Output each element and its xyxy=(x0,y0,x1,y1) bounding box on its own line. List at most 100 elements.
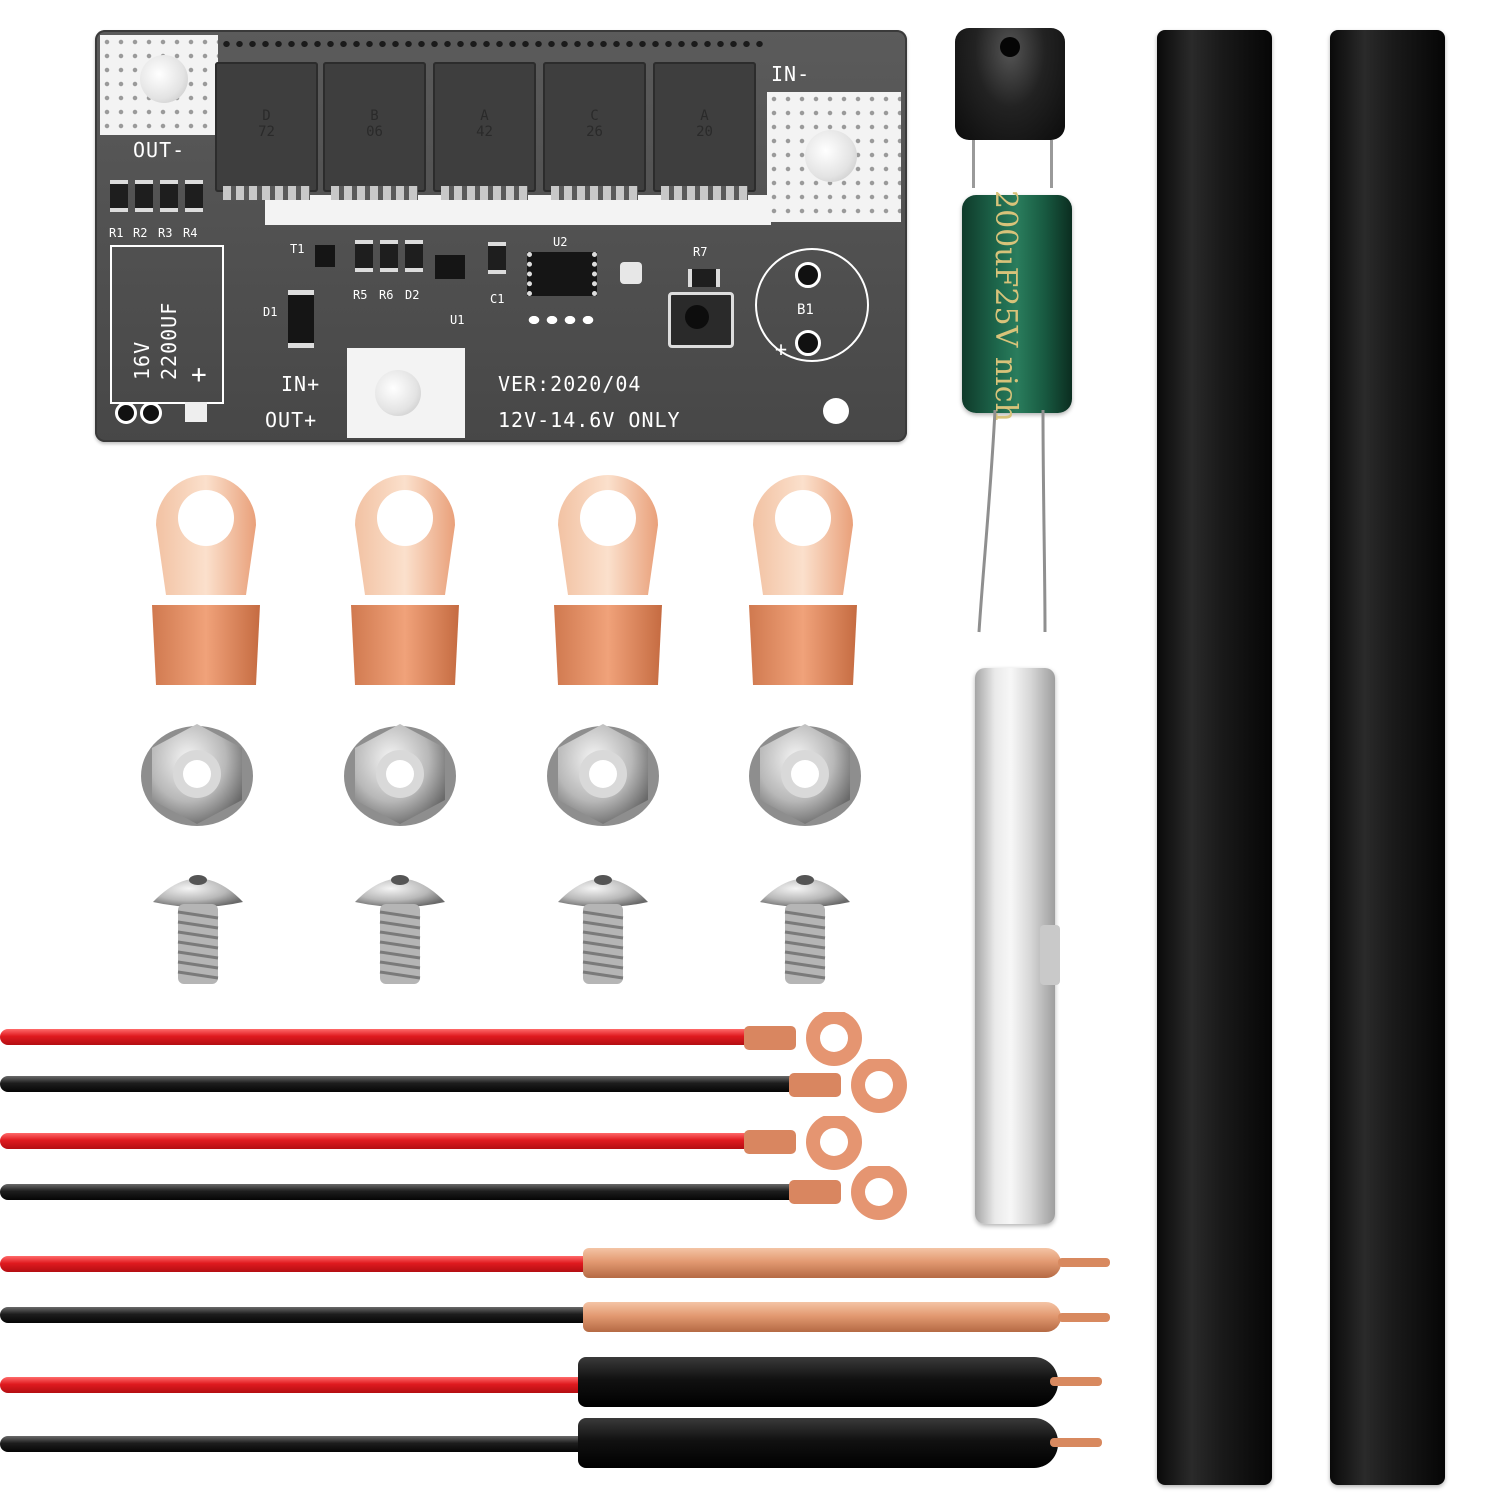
mosfet-code: C 26 xyxy=(586,108,603,140)
screw-icon xyxy=(355,875,445,984)
button-cap xyxy=(685,305,709,329)
capacitor-label: 200uF25V nichicon xyxy=(988,190,1023,420)
label-b1: B1 xyxy=(797,302,814,318)
red-wire xyxy=(0,1133,760,1149)
label-cap-capacity: 2200UF xyxy=(157,301,181,380)
label-out-plus: OUT+ xyxy=(265,408,318,432)
resistor xyxy=(185,180,203,212)
label-d1: D1 xyxy=(263,305,278,319)
via-hole xyxy=(795,262,821,288)
transistor-t1 xyxy=(315,245,335,267)
mount-hole xyxy=(140,55,188,103)
hex-nut-icon xyxy=(547,724,659,826)
black-wire xyxy=(0,1184,805,1200)
heat-shrink-tube xyxy=(1157,30,1272,1485)
buzzer-footprint xyxy=(755,248,869,362)
resistor xyxy=(135,180,153,212)
insulated-welding-needle xyxy=(578,1418,1058,1468)
label-u1: U1 xyxy=(450,313,465,327)
label-in-plus: IN+ xyxy=(281,372,321,396)
black-wire xyxy=(0,1307,600,1323)
resistor xyxy=(160,180,178,212)
label-r3: R3 xyxy=(158,226,173,240)
label-cap-polarity: + xyxy=(191,360,208,390)
buzzer-lead xyxy=(1050,140,1053,188)
label-d2: D2 xyxy=(405,288,420,302)
mosfet: A 42 xyxy=(433,62,536,200)
label-t1: T1 xyxy=(290,242,305,256)
mount-hole xyxy=(375,370,421,416)
label-r5: R5 xyxy=(353,288,368,302)
needle-tip xyxy=(1050,1377,1102,1386)
via-hole xyxy=(140,402,162,424)
label-in-minus: IN- xyxy=(771,62,811,86)
onboard-capacitor-outline xyxy=(110,245,224,404)
ring-terminal-icon xyxy=(351,475,459,685)
copper-welding-needle xyxy=(583,1248,1061,1278)
black-wire xyxy=(0,1076,805,1092)
nickel-strip-end xyxy=(1040,925,1060,985)
diode xyxy=(405,240,423,272)
mount-hole xyxy=(805,130,857,182)
ring-terminal-icon xyxy=(744,1116,862,1170)
label-c1: C1 xyxy=(490,292,505,306)
spot-welder-pcb: D 72 B 06 A 42 C 26 A 20 OUT- IN- IN+ OU… xyxy=(95,30,907,442)
label-r4: R4 xyxy=(183,226,198,240)
chip-u2 xyxy=(527,252,597,296)
mosfet: B 06 xyxy=(323,62,426,200)
needle-tip xyxy=(1050,1438,1102,1447)
buzzer-hole xyxy=(1000,37,1020,57)
ring-terminal-icon xyxy=(152,475,260,685)
led xyxy=(620,262,642,284)
red-wire xyxy=(0,1377,600,1393)
mosfet-code: A 20 xyxy=(696,108,713,140)
resistor xyxy=(355,240,373,272)
mosfet-code: D 72 xyxy=(258,108,275,140)
diode-d1 xyxy=(288,290,314,348)
regulator-u1 xyxy=(435,255,465,279)
program-pads xyxy=(525,313,600,327)
mosfet: D 72 xyxy=(215,62,318,200)
screw-icon xyxy=(558,875,648,984)
needle-tip xyxy=(1058,1313,1110,1322)
label-r1: R1 xyxy=(109,226,124,240)
ring-terminal-icon xyxy=(789,1059,907,1113)
ring-terminal-icon xyxy=(789,1166,907,1220)
electrolytic-capacitor xyxy=(962,195,1072,413)
label-b1-polarity: + xyxy=(775,337,789,361)
via-hole xyxy=(795,330,821,356)
insulated-welding-needle xyxy=(578,1357,1058,1407)
label-cap-voltage: 16V xyxy=(130,340,154,380)
header-pins xyxy=(220,38,765,50)
screw-icon xyxy=(760,875,850,984)
mosfet: C 26 xyxy=(543,62,646,200)
red-wire xyxy=(0,1256,600,1272)
resistor-r7 xyxy=(688,269,720,287)
copper-welding-needle xyxy=(583,1302,1061,1332)
hex-nut-icon xyxy=(141,724,253,826)
ring-terminal-icon xyxy=(744,1012,862,1066)
busbar-stripe xyxy=(265,195,771,225)
corner-hole xyxy=(823,398,849,424)
resistor xyxy=(110,180,128,212)
hex-nut-icon xyxy=(749,724,861,826)
heat-shrink-tube xyxy=(1330,30,1445,1485)
via-hole xyxy=(115,402,137,424)
label-r2: R2 xyxy=(133,226,148,240)
resistor xyxy=(380,240,398,272)
smd-pad xyxy=(185,402,207,422)
ring-terminal-icon xyxy=(554,475,662,685)
label-voltage: 12V-14.6V ONLY xyxy=(498,408,681,432)
needle-tip xyxy=(1058,1258,1110,1267)
capacitor-c1 xyxy=(488,242,506,274)
black-wire xyxy=(0,1436,600,1452)
label-version: VER:2020/04 xyxy=(498,372,642,396)
mosfet: A 20 xyxy=(653,62,756,200)
hex-nut-icon xyxy=(344,724,456,826)
screw-icon xyxy=(153,875,243,984)
mosfet-code: B 06 xyxy=(366,108,383,140)
ring-terminal-icon xyxy=(749,475,857,685)
mosfet-code: A 42 xyxy=(476,108,493,140)
buzzer-lead xyxy=(972,140,975,188)
